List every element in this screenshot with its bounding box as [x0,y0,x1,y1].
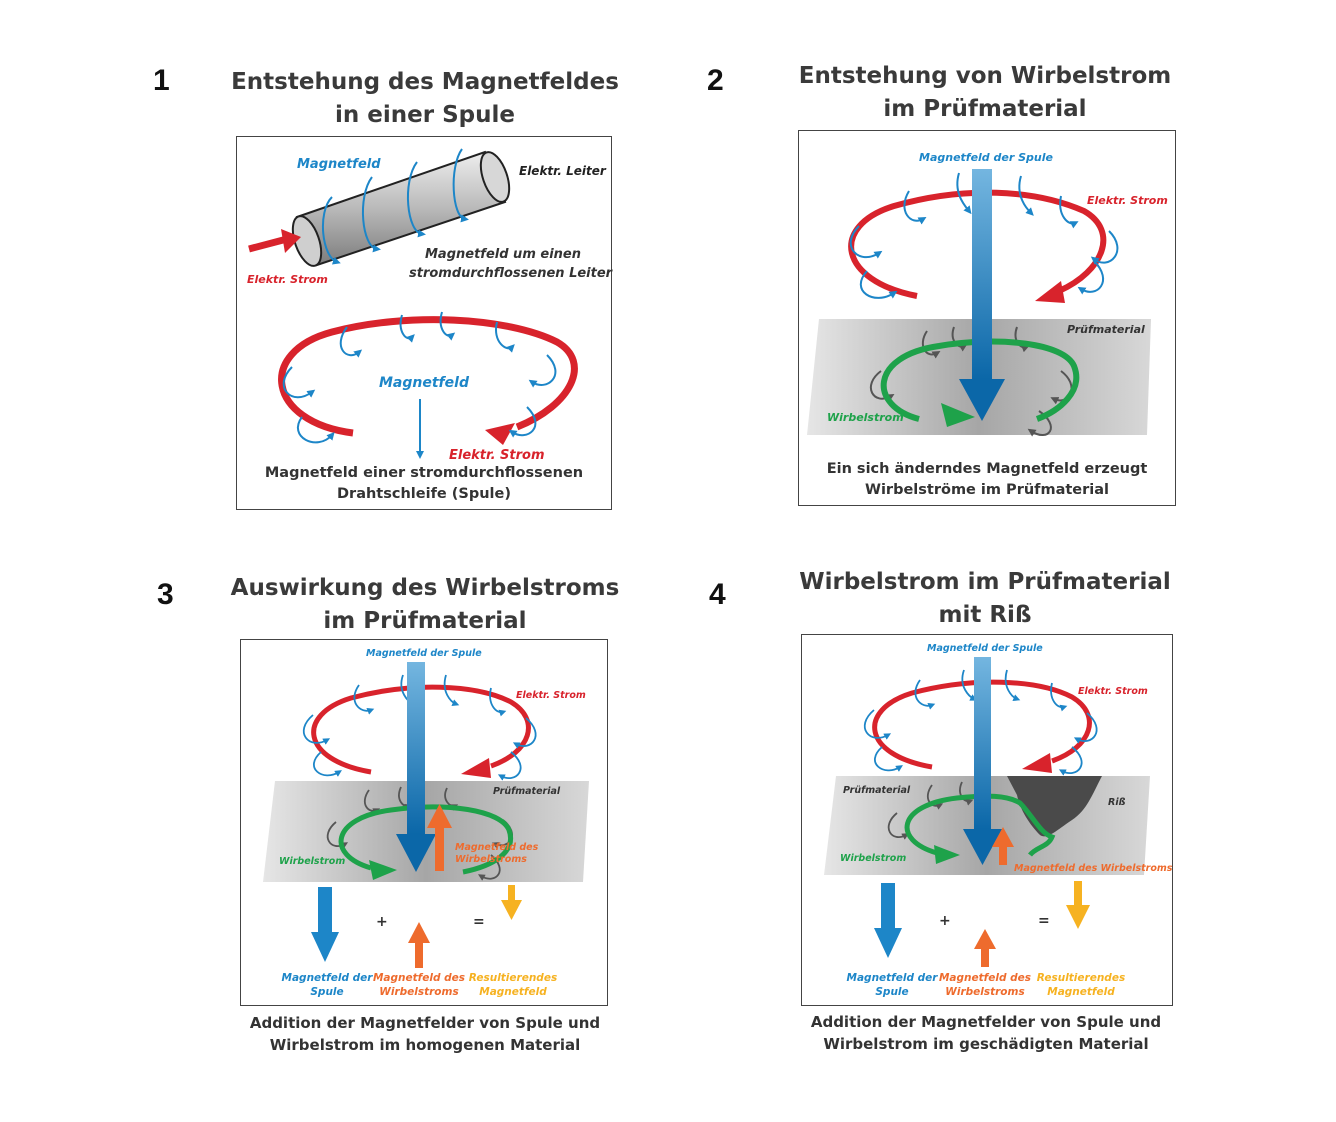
label-material: Prüfmaterial [843,785,911,796]
coil-field-arrow [963,657,1002,865]
legend-spule-arrow [874,883,902,958]
panel-1-svg: Magnetfeld Elektr. Leiter Elektr. Strom … [247,148,613,463]
panel-3-svg: Magnetfeld der Spule Elektr. Strom Prüfm… [263,648,589,998]
legend-result-1: Resultierendes [469,972,557,984]
panel-4-svg: Magnetfeld der Spule Elektr. Strom Prüfm… [824,643,1173,998]
label-magnetfeld: Magnetfeld der Spule [927,643,1043,654]
panel-3-title-line1: Auswirkung des Wirbelstroms [230,575,620,601]
desc-line2: stromdurchflossenen Leiter [409,266,613,281]
equals-sign: = [1038,913,1050,929]
panel-3-title: Auswirkung des Wirbelstroms im Prüfmater… [225,572,625,638]
panel-1-title-line2: in einer Spule [335,102,515,128]
label-magnetfeld: Magnetfeld der Spule [366,648,482,659]
legend-wirbel-arrow [974,929,996,967]
label-magnetfeld-top: Magnetfeld [297,157,381,172]
label-strom: Elektr. Strom [1078,686,1148,697]
legend-spule-2: Spule [310,986,343,998]
panel-4-caption-line1: Addition der Magnetfelder von Spule und [810,1013,1162,1031]
label-strom: Elektr. Strom [516,690,586,701]
label-wirbel: Wirbelstrom [840,853,906,864]
coil-field-lines [863,669,1098,776]
coil-field-arrow [959,169,1005,421]
test-material [263,781,589,882]
legend-result-arrow [1066,881,1090,929]
label-material: Prüfmaterial [1067,323,1145,336]
panel-4-title-line1: Wirbelstrom im Prüfmaterial [799,569,1171,595]
label-mf-wirbel-1: Magnetfeld des [455,842,539,853]
eddy-current-loop [880,338,1080,427]
panel-1-caption: Magnetfeld einer stromdurchflossenen Dra… [237,463,611,505]
panel-3-title-line2: im Prüfmaterial [323,608,527,634]
label-strom-loop: Elektr. Strom [449,448,545,463]
panel-1-title-line1: Entstehung des Magnetfeldes [231,69,619,95]
legend-spule-1: Magnetfeld der [282,972,374,984]
legend-wirbel-1: Magnetfeld des [939,972,1031,984]
label-leiter: Elektr. Leiter [519,164,607,178]
crack-shape [1007,776,1102,837]
wire-loop [278,316,578,445]
eddy-current-loop [904,793,1056,864]
legend-wirbel-arrow [408,922,430,968]
desc-line1: Magnetfeld um einen [425,247,581,262]
conductor-current-arrow [248,229,301,253]
plus-sign: + [939,913,951,929]
eddy-field-arrow [992,827,1014,865]
legend-result-1: Resultierendes [1037,972,1125,984]
conductor-field-loops [321,148,469,265]
panel-1-caption-line1: Magnetfeld einer stromdurchflossenen [264,465,584,481]
panel-1-title: Entstehung des Magnetfeldes in einer Spu… [225,66,625,132]
panel-3-caption-line2: Wirbelstrom im homogenen Material [269,1036,581,1054]
legend-wirbel-2: Wirbelstroms [379,986,458,998]
legend-spule-2: Spule [875,986,908,998]
label-strom: Elektr. Strom [1087,194,1168,207]
panel-3-number: 3 [157,578,174,611]
legend-wirbel-1: Magnetfeld des [373,972,465,984]
panel-4-caption: Addition der Magnetfelder von Spule und … [786,1011,1186,1055]
label-magnetfeld-loop: Magnetfeld [379,375,470,391]
coil-field-lines [849,172,1119,299]
coil-field-lines [302,674,537,781]
panel-1-diagram: Magnetfeld Elektr. Leiter Elektr. Strom … [236,136,613,510]
panel-4-caption-line2: Wirbelstrom im geschädigten Material [823,1035,1149,1053]
eddy-field-arrow [427,804,452,871]
panel-2-title-line2: im Prüfmaterial [883,96,1087,122]
label-mf-wirbel-2: Wirbelstroms [455,854,527,865]
label-magnetfeld: Magnetfeld der Spule [919,151,1054,164]
label-material: Prüfmaterial [493,786,561,797]
coil-field-arrow [396,662,436,872]
legend-result-2: Magnetfeld [479,986,547,998]
panel-1-number: 1 [153,64,170,97]
loop-field-lines [282,311,557,444]
panel-2-title: Entstehung von Wirbelstrom im Prüfmateri… [790,60,1180,126]
eddy-current-loop [338,804,513,880]
panel-3-caption: Addition der Magnetfelder von Spule und … [225,1012,625,1056]
label-wirbel: Wirbelstrom [827,411,904,424]
label-strom-top: Elektr. Strom [247,273,328,286]
panel-4-diagram: Magnetfeld der Spule Elektr. Strom Prüfm… [801,634,1173,1006]
panel-2-caption-line1: Ein sich änderndes Magnetfeld erzeugt [826,461,1148,477]
label-riss: Riß [1108,797,1126,808]
panel-3-caption-line1: Addition der Magnetfelder von Spule und [249,1014,601,1032]
panel-4-title-line2: mit Riß [938,602,1032,628]
label-wirbel: Wirbelstrom [279,856,345,867]
equals-sign: = [473,914,485,930]
legend-result-2: Magnetfeld [1047,986,1115,998]
panel-1-caption-line2: Drahtschleife (Spule) [337,486,511,502]
legend-spule-arrow [311,887,339,962]
panel-4-title: Wirbelstrom im Prüfmaterial mit Riß [790,566,1180,632]
panel-2-number: 2 [707,64,724,97]
label-mf-wirbel: Magnetfeld des Wirbelstroms [1014,863,1173,874]
plus-sign: + [376,914,388,930]
panel-2-diagram: Magnetfeld der Spule Elektr. Strom Prüfm… [798,130,1176,506]
panel-2-caption: Ein sich änderndes Magnetfeld erzeugt Wi… [799,459,1175,501]
legend-result-arrow [501,885,522,920]
panel-4-number: 4 [709,578,726,611]
panel-2-caption-line2: Wirbelströme im Prüfmaterial [864,482,1110,498]
legend-spule-1: Magnetfeld der [847,972,939,984]
panel-2-title-line1: Entstehung von Wirbelstrom [798,63,1172,89]
panel-3-diagram: Magnetfeld der Spule Elektr. Strom Prüfm… [240,639,608,1006]
legend-wirbel-2: Wirbelstroms [945,986,1024,998]
panel-2-svg: Magnetfeld der Spule Elektr. Strom Prüfm… [807,151,1168,437]
